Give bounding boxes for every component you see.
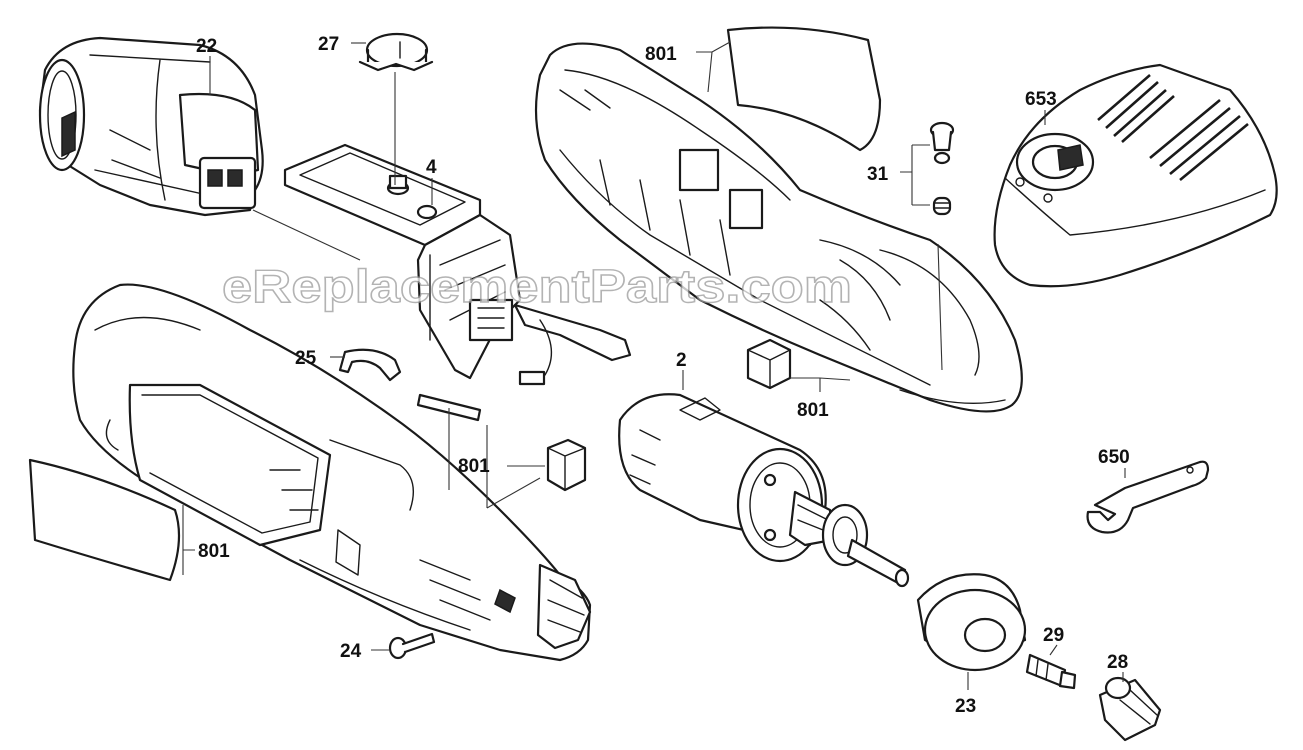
- callout-801-left: 801: [198, 541, 230, 562]
- screw-24: [388, 632, 436, 660]
- motor-2: [618, 393, 834, 563]
- callout-23: 23: [955, 696, 976, 717]
- callout-2: 2: [676, 350, 687, 371]
- tool-body-housing: [72, 283, 592, 662]
- label-801-top: [726, 26, 882, 152]
- callout-27: 27: [318, 34, 339, 55]
- wrench-650: [1086, 460, 1210, 534]
- bearing-23: [916, 573, 1027, 672]
- pad-801-right: [746, 338, 792, 390]
- watermark: eReplacementParts.com: [222, 260, 852, 312]
- callout-801-right: 801: [797, 400, 829, 421]
- screw-spring-31: [929, 121, 955, 216]
- strip-801-mid: [416, 393, 482, 422]
- callout-labels: 22 27 4 801 653 31 801 25 801 2 650 801 …: [196, 34, 1130, 717]
- clip-25: [338, 348, 402, 382]
- callout-801-top: 801: [645, 44, 677, 65]
- callout-31: 31: [867, 164, 889, 185]
- callout-650: 650: [1098, 447, 1130, 468]
- collet-nut-28: [1098, 676, 1162, 742]
- charger-653: [993, 63, 1278, 288]
- callout-4: 4: [426, 157, 437, 178]
- callout-24: 24: [340, 641, 362, 662]
- pad-801-mid: [546, 438, 587, 492]
- battery-pack-22: [38, 36, 264, 217]
- label-801-left: [28, 458, 181, 582]
- callout-801-mid: 801: [458, 456, 490, 477]
- right-housing-half: [534, 42, 1023, 413]
- leader-lines: [182, 41, 1126, 690]
- clip-27: [358, 32, 434, 72]
- callout-653: 653: [1025, 89, 1057, 110]
- callout-22: 22: [196, 36, 217, 57]
- collet-29: [1025, 653, 1077, 690]
- callout-25: 25: [295, 348, 317, 369]
- callout-29: 29: [1043, 625, 1064, 646]
- fan-shaft-assembly: [821, 503, 910, 588]
- callout-28: 28: [1107, 652, 1128, 673]
- switch-assembly-4: [283, 143, 632, 386]
